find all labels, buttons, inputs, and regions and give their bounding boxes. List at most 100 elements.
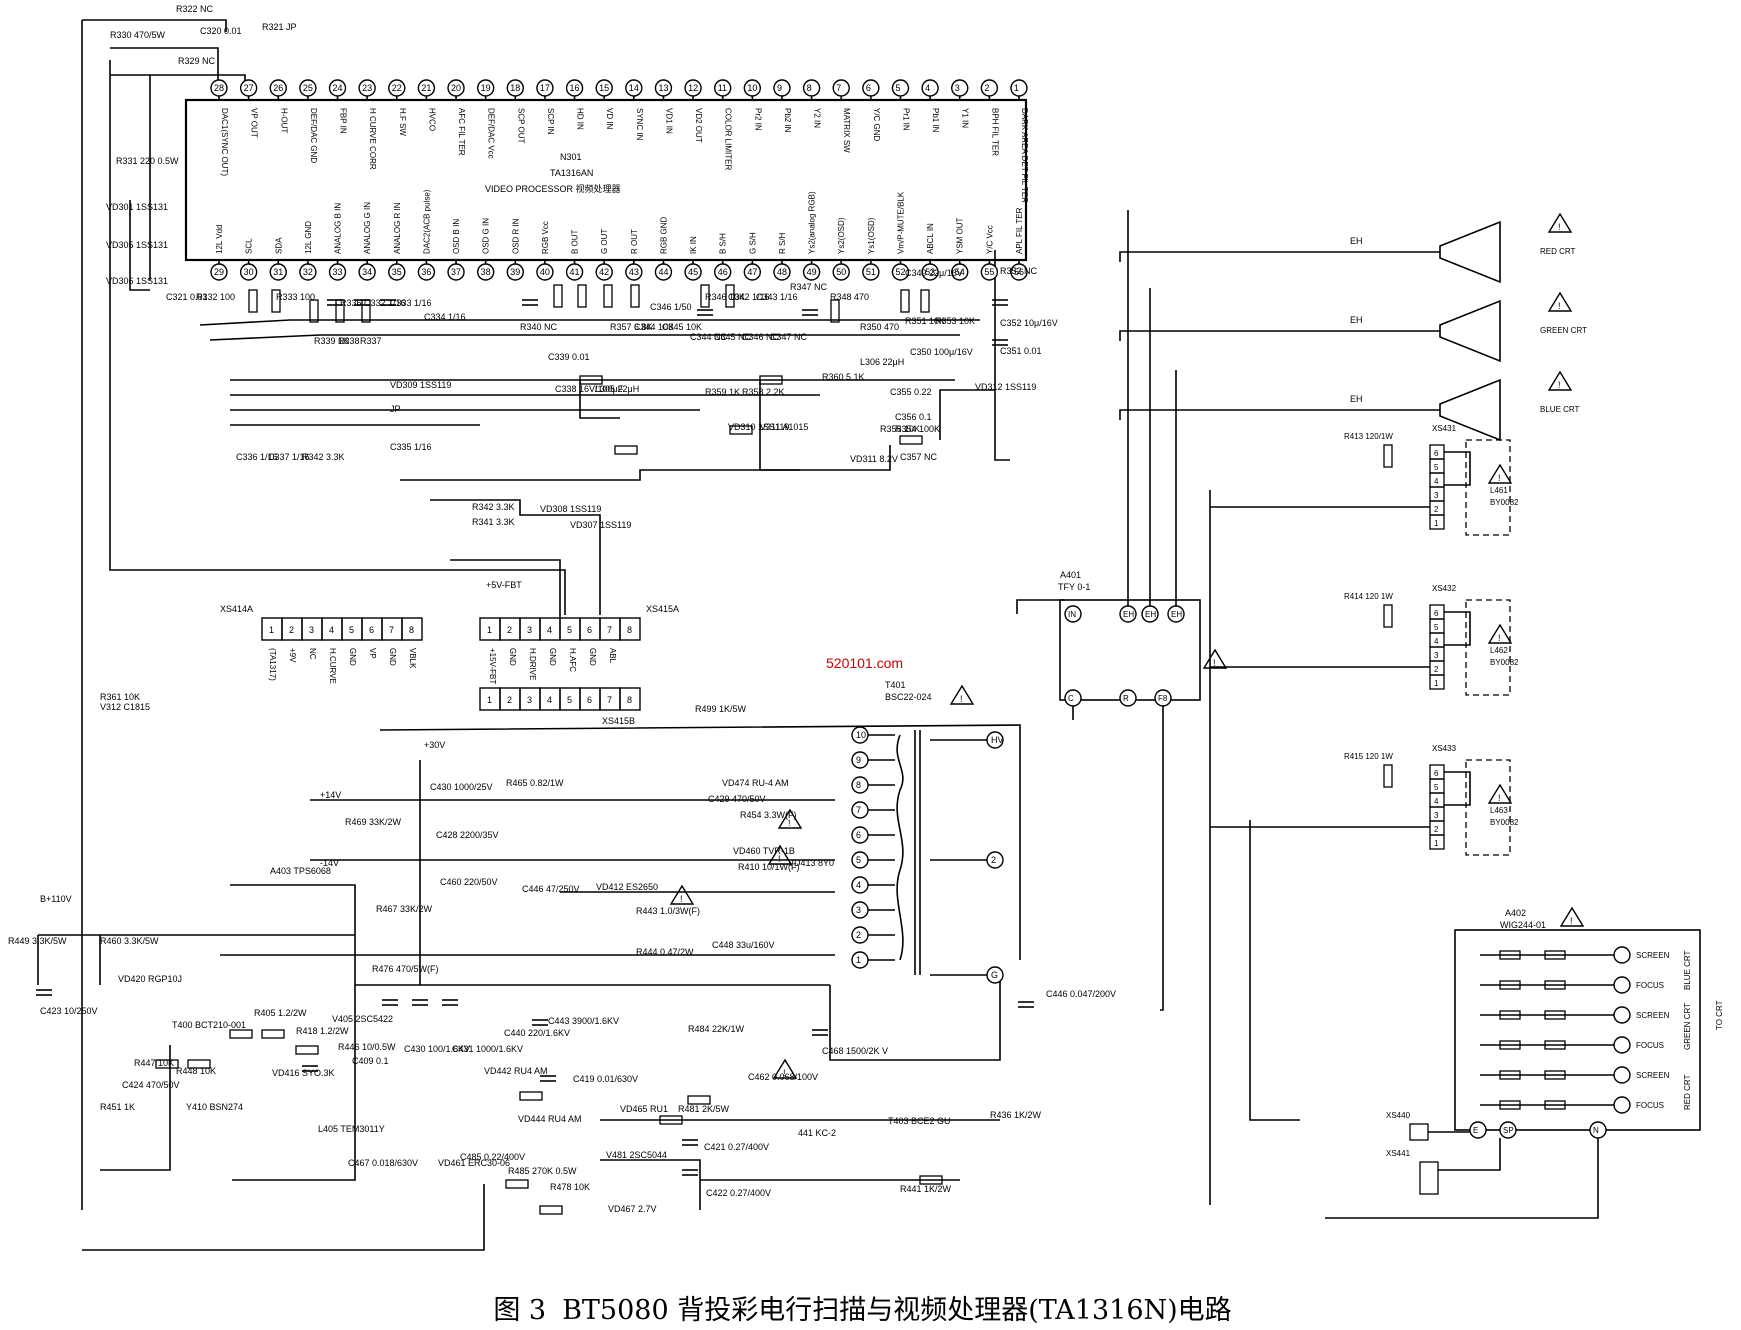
component-label: R360 5.1K — [822, 372, 865, 382]
hz-circuit-label: C409 0.1 — [352, 1056, 389, 1066]
ic-pin-label: Pb1 IN — [931, 108, 940, 133]
xs415a-pin: 2 — [507, 625, 512, 635]
hz-circuit-label: R446 10/0.5W — [338, 1042, 396, 1052]
xs433-pin: 4 — [1434, 797, 1439, 806]
ic-pin-label: VD2 OUT — [694, 108, 703, 143]
ic-pin-number: 50 — [836, 267, 846, 277]
a401-pin-label: R — [1123, 694, 1129, 703]
component-label: C352 10μ/16V — [1000, 318, 1058, 328]
hz-circuit-label: Y410 BSN274 — [186, 1102, 243, 1112]
a402-output-pin — [1613, 946, 1631, 964]
hz-circuit-label: R484 22K/1W — [688, 1024, 745, 1034]
crt-neck — [1439, 299, 1501, 363]
b110-label: B+110V — [40, 894, 72, 904]
resistor — [1499, 1070, 1521, 1080]
flyback-pin-number: 9 — [856, 755, 861, 765]
component-label: R355 10K — [880, 424, 920, 434]
ic-pin-label: HD IN — [576, 108, 585, 130]
ic-pin-number: 15 — [599, 83, 609, 93]
ic-pin-number: 16 — [570, 83, 580, 93]
ic-pin-label: DAC1(SYNC OUT) — [220, 108, 229, 176]
a401-pin-label: C — [1068, 694, 1074, 703]
component-label: C344 10K — [634, 322, 674, 332]
resistor — [1544, 950, 1566, 960]
component-label: R341 3.3K — [472, 517, 515, 527]
ic-pin-number: 6 — [866, 83, 871, 93]
flyback-circuit-label: C460 220/50V — [440, 877, 498, 887]
a402-output-label: SCREEN — [1636, 1071, 1670, 1080]
xs414a-label: H.CURVE — [328, 648, 337, 684]
ic-pin-7 — [832, 79, 850, 97]
resistor — [271, 289, 281, 313]
ic-pin-33 — [328, 263, 347, 281]
coil-resistor-label: R414 120 1W — [1344, 592, 1393, 601]
a401-pin — [1141, 605, 1159, 623]
ic-pin-label: OSD R IN — [511, 218, 520, 254]
component-label: C321 0.01 — [166, 292, 208, 302]
ic-pin-label: SCP IN — [546, 108, 555, 135]
component-label: L305 22μH — [595, 384, 639, 394]
ic-pin-label: Pr2 IN — [753, 108, 762, 131]
ic-pin-21 — [417, 79, 436, 97]
ic-pin-number: 30 — [244, 267, 254, 277]
ic-ref: N301 — [560, 152, 582, 162]
component-label: VD306 1SS131 — [106, 276, 168, 286]
flyback-ref: T401 — [885, 680, 906, 690]
ic-pin-number: 18 — [510, 83, 520, 93]
ic-pin-number: 56 — [1014, 267, 1024, 277]
hz-circuit-label: A403 TPS6068 — [270, 866, 331, 876]
ic-pin-24 — [328, 79, 347, 97]
ic-pin-number: 12 — [688, 83, 698, 93]
ic-pin-19 — [476, 79, 495, 97]
warning-icon — [1487, 463, 1513, 484]
ic-pin-label: DAC2(ACB pulse) — [422, 189, 431, 254]
resistor — [830, 299, 840, 323]
xs415a-ref: XS415A — [646, 604, 679, 614]
component-label: R340 NC — [520, 322, 558, 332]
ic-pin-number: 46 — [718, 267, 728, 277]
ic-pin-number: 7 — [836, 83, 841, 93]
flyback-pin-number: 10 — [856, 730, 866, 740]
ic-pin-number: 13 — [658, 83, 668, 93]
hz-circuit-label: R478 10K — [550, 1182, 590, 1192]
component-label: R321 JP — [262, 22, 297, 32]
ic-pin-53 — [921, 263, 939, 281]
ic-pin-52 — [891, 263, 910, 281]
flyback-circuit-label: R465 0.82/1W — [506, 778, 564, 788]
resistor — [579, 375, 603, 385]
flyback-circuit-label: C448 33u/160V — [712, 940, 775, 950]
warning-mark: ! — [960, 694, 963, 704]
ic-pin-label: Pb2 IN — [783, 108, 792, 133]
flyback-circuit-label: C446 0.047/200V — [1046, 989, 1116, 999]
ic-pin-label: Ys2(analog RGB) — [808, 191, 817, 254]
ic-pin-43 — [625, 263, 643, 281]
wire-bottom — [82, 1184, 485, 1251]
flyback-pin-number: 5 — [856, 855, 861, 865]
warning-icon — [1559, 906, 1585, 927]
flyback-circuit-label: VD413 8Y0 — [788, 858, 834, 868]
a402-ref: A402 — [1505, 908, 1526, 918]
a401-pin — [1154, 689, 1172, 707]
ic-pin-label: G OUT — [600, 229, 609, 254]
component-label: R338 — [338, 336, 360, 346]
warning-icon — [1547, 291, 1573, 312]
resistor — [155, 1059, 179, 1069]
component-label: C320 0.01 — [200, 26, 242, 36]
xs441-cell — [1419, 1161, 1439, 1195]
ic-pin-number: 51 — [866, 267, 876, 277]
xs432-ref: XS432 — [1432, 584, 1457, 593]
component-label: C335 1/16 — [390, 442, 432, 452]
hz-circuit-label: V405 2SC5422 — [332, 1014, 393, 1024]
resistor — [261, 1029, 285, 1039]
xs414a-pin: 4 — [329, 625, 334, 635]
crt-eh-label: EH — [1350, 315, 1363, 325]
hz-circuit-label: VD420 RGP10J — [118, 974, 182, 984]
xs414a-label: +9V — [288, 648, 297, 663]
flyback-pin-number: 8 — [856, 780, 861, 790]
warning-mark: ! — [1498, 793, 1501, 803]
ic-pin-number: 53 — [925, 267, 935, 277]
crt-neck — [1439, 220, 1501, 284]
xs415a-label: ABL — [608, 648, 617, 664]
resistor — [614, 445, 638, 455]
a402-part: WIG244-01 — [1500, 920, 1546, 930]
